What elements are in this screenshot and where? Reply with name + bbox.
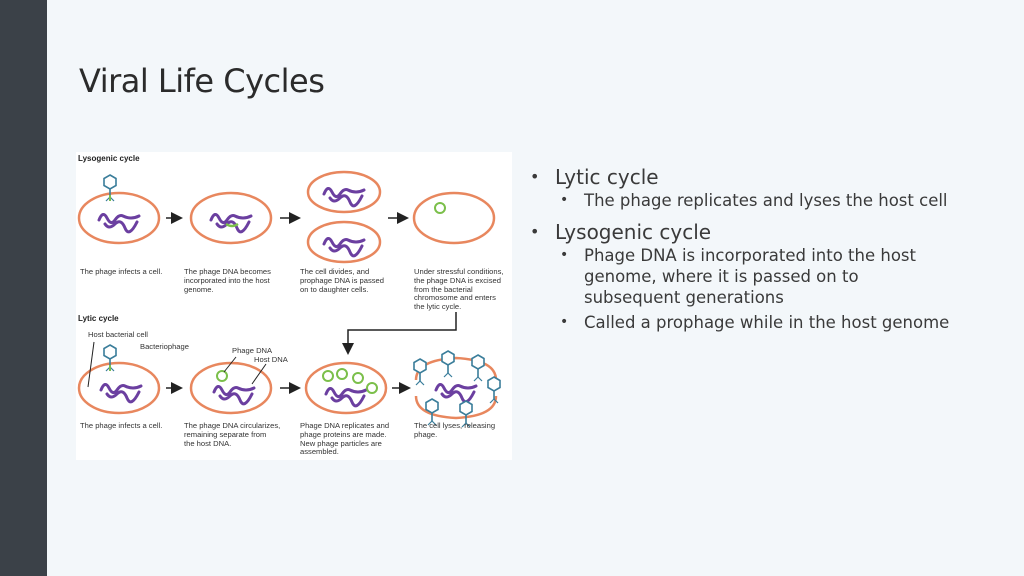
sub-bullet-dot: •	[560, 192, 569, 208]
sub-bullet-lytic: • The phage replicates and lyses the hos…	[530, 190, 950, 211]
lytic-caption-4: The cell lyses, releasing phage.	[414, 421, 496, 439]
lytic-heading: Lytic cycle	[78, 314, 119, 323]
lytic-caption-3: Phage DNA replicates and phage proteins …	[300, 421, 390, 457]
lytic-cell-2	[189, 356, 273, 415]
phage-dna-label: Phage DNA	[232, 346, 273, 355]
sub-bullet-dot: •	[560, 314, 569, 330]
sub-bullet-lysogenic-2: • Called a prophage while in the host ge…	[530, 312, 950, 333]
lysogenic-caption-3: The cell divides, and prophage DNA is pa…	[300, 267, 385, 294]
lysogenic-cell-2	[189, 191, 273, 245]
bullet-dot: •	[530, 167, 540, 186]
lytic-cell-1	[77, 341, 161, 415]
bullet-list: • Lytic cycle • The phage replicates and…	[530, 164, 950, 337]
host-cell-label: Host bacterial cell	[88, 330, 148, 339]
diagram-artwork	[77, 170, 501, 428]
side-accent-bar	[0, 0, 47, 576]
lysogenic-caption-4: Under stressful conditions, the phage DN…	[414, 267, 504, 312]
lytic-cell-lysed	[413, 350, 501, 428]
bullet-lysogenic: • Lysogenic cycle	[530, 219, 950, 245]
sub-bullet-text: The phage replicates and lyses the host …	[584, 191, 948, 210]
sub-bullet-text: Called a prophage while in the host geno…	[584, 313, 950, 332]
sub-bullet-text: Phage DNA is incorporated into the host …	[584, 246, 916, 307]
bullet-lytic-label: Lytic cycle	[555, 165, 659, 189]
slide-title: Viral Life Cycles	[79, 62, 325, 100]
sub-bullet-lysogenic-1: • Phage DNA is incorporated into the hos…	[530, 245, 950, 308]
life-cycle-diagram: Lysogenic cycle Lytic cycle The phage in…	[76, 152, 512, 460]
lytic-caption-1: The phage infects a cell.	[80, 421, 163, 430]
lysogenic-caption-2: The phage DNA becomes incorporated into …	[184, 267, 271, 294]
bullet-dot: •	[530, 222, 540, 241]
lysogenic-cell-1	[77, 174, 161, 245]
lysogenic-daughter-cells	[306, 170, 382, 264]
bullet-lysogenic-label: Lysogenic cycle	[555, 220, 712, 244]
lysogenic-heading: Lysogenic cycle	[78, 154, 140, 163]
sub-bullet-dot: •	[560, 247, 569, 263]
host-dna-label: Host DNA	[254, 355, 288, 364]
lysogenic-caption-1: The phage infects a cell.	[80, 267, 163, 276]
bullet-lytic: • Lytic cycle	[530, 164, 950, 190]
lysogenic-cell-excised	[412, 191, 496, 245]
bacteriophage-label: Bacteriophage	[140, 342, 189, 351]
lytic-caption-2: The phage DNA circularizes, remaining se…	[184, 421, 281, 448]
lytic-cell-replicating	[304, 361, 388, 415]
